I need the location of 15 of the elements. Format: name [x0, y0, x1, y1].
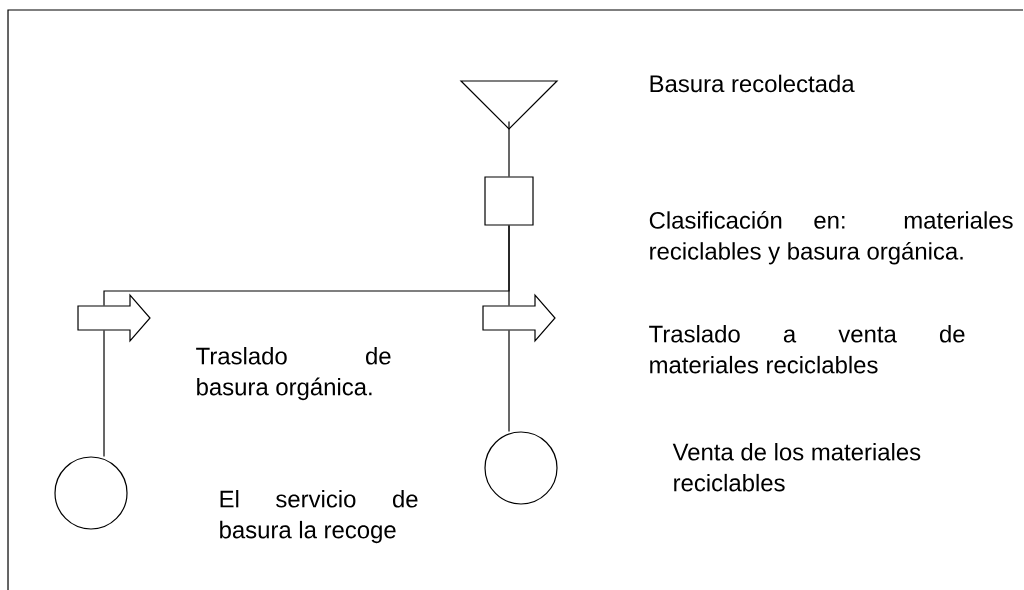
transport-arrow	[77, 293, 151, 343]
step-label: Clasificación en: materiales reciclables y basura orgánica.	[649, 211, 1013, 265]
step-label: Venta de los materiales reciclables	[672, 443, 921, 492]
operation-square	[484, 176, 534, 226]
step-label: Basura recolectada	[650, 74, 855, 93]
step-label: El servicio de basura la recoge	[220, 490, 418, 544]
flow-line	[103, 330, 105, 457]
flow-line	[508, 121, 510, 177]
step-label: Traslado de basura orgánica.	[196, 347, 391, 401]
flow-line	[508, 225, 510, 306]
process-circle	[54, 456, 128, 530]
step-label: Traslado a venta de materiales reciclables	[649, 325, 965, 374]
transport-arrow	[482, 293, 556, 343]
flow-line	[508, 330, 510, 432]
process-circle	[484, 431, 558, 505]
